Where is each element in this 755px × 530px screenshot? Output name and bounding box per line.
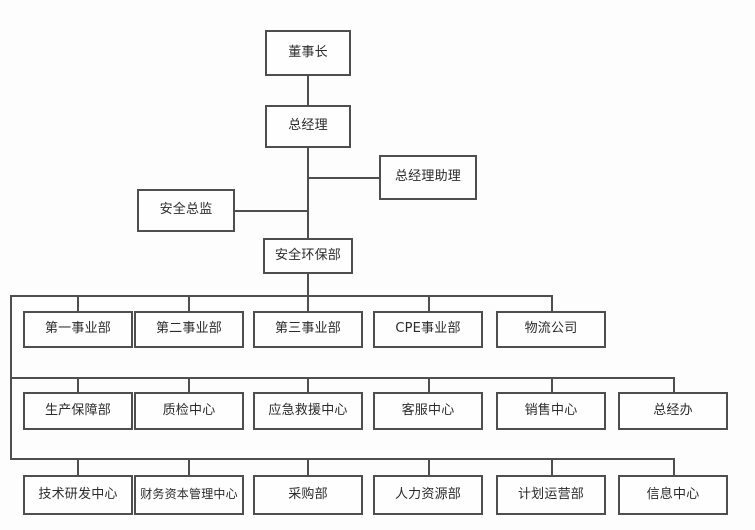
node-division-1-label: 第一事业部 bbox=[44, 321, 111, 337]
stem-center-1 bbox=[77, 377, 79, 392]
node-center-4-label: 客服中心 bbox=[401, 402, 455, 418]
node-division-5-label: 物流公司 bbox=[524, 321, 578, 337]
node-general-manager[interactable]: 总经理 bbox=[265, 105, 351, 148]
node-center-5[interactable]: 销售中心 bbox=[496, 392, 606, 430]
node-division-3-label: 第三事业部 bbox=[274, 321, 341, 337]
node-chairman[interactable]: 董事长 bbox=[265, 30, 351, 76]
node-safety-env-dept[interactable]: 安全环保部 bbox=[263, 238, 353, 274]
stem-division-1 bbox=[77, 295, 79, 311]
stem-department-2 bbox=[188, 458, 190, 475]
stem-division-2 bbox=[188, 295, 190, 311]
stem-department-1 bbox=[77, 458, 79, 475]
node-division-1[interactable]: 第一事业部 bbox=[23, 311, 133, 348]
stem-department-4 bbox=[428, 458, 430, 475]
connector-chairman-to-gm bbox=[307, 76, 309, 105]
node-department-6-label: 信息中心 bbox=[646, 486, 700, 502]
node-safety-env-dept-label: 安全环保部 bbox=[274, 247, 341, 263]
bus-bar-divisions bbox=[10, 295, 553, 297]
bus-bar-centers bbox=[10, 377, 675, 379]
node-department-5[interactable]: 计划运营部 bbox=[496, 475, 606, 515]
stem-center-4 bbox=[428, 377, 430, 392]
node-chairman-label: 董事长 bbox=[288, 44, 328, 60]
stem-center-5 bbox=[551, 377, 553, 392]
node-department-1[interactable]: 技术研发中心 bbox=[23, 475, 133, 515]
node-gm-assistant-label: 总经理助理 bbox=[394, 169, 461, 185]
node-center-6[interactable]: 总经办 bbox=[618, 392, 728, 430]
stem-center-6 bbox=[673, 377, 675, 392]
node-center-4[interactable]: 客服中心 bbox=[373, 392, 483, 430]
stem-center-3 bbox=[307, 377, 309, 392]
node-center-3[interactable]: 应急救援中心 bbox=[253, 392, 363, 430]
node-department-3-label: 采购部 bbox=[288, 486, 328, 502]
connector-gm-stem bbox=[307, 148, 309, 240]
node-department-5-label: 计划运营部 bbox=[517, 486, 584, 502]
node-general-manager-label: 总经理 bbox=[288, 118, 328, 134]
node-division-2[interactable]: 第二事业部 bbox=[134, 311, 244, 348]
connector-gm-to-safety-director bbox=[235, 210, 308, 212]
stem-center-2 bbox=[188, 377, 190, 392]
node-gm-assistant[interactable]: 总经理助理 bbox=[379, 155, 477, 200]
node-department-2-label: 财务资本管理中心 bbox=[140, 487, 238, 502]
stem-division-4 bbox=[428, 295, 430, 311]
node-division-4-label: CPE事业部 bbox=[395, 321, 461, 337]
node-center-5-label: 销售中心 bbox=[524, 402, 578, 418]
node-center-2[interactable]: 质检中心 bbox=[134, 392, 244, 430]
node-department-2[interactable]: 财务资本管理中心 bbox=[134, 475, 244, 515]
stem-division-5 bbox=[551, 295, 553, 311]
node-department-1-label: 技术研发中心 bbox=[38, 486, 118, 502]
node-department-3[interactable]: 采购部 bbox=[253, 475, 363, 515]
stem-department-5 bbox=[551, 458, 553, 475]
node-department-4-label: 人力资源部 bbox=[394, 486, 461, 502]
node-center-6-label: 总经办 bbox=[653, 402, 693, 418]
node-center-1-label: 生产保障部 bbox=[44, 402, 111, 418]
connector-safety-env-to-divisions-bus bbox=[307, 274, 309, 311]
node-division-2-label: 第二事业部 bbox=[155, 321, 222, 337]
node-center-2-label: 质检中心 bbox=[162, 402, 216, 418]
node-center-1[interactable]: 生产保障部 bbox=[23, 392, 133, 430]
node-safety-director[interactable]: 安全总监 bbox=[137, 189, 235, 232]
node-safety-director-label: 安全总监 bbox=[159, 202, 213, 218]
node-department-6[interactable]: 信息中心 bbox=[618, 475, 728, 515]
bus-bar-departments bbox=[10, 458, 675, 460]
stem-department-3 bbox=[307, 458, 309, 475]
node-department-4[interactable]: 人力资源部 bbox=[373, 475, 483, 515]
stem-division-3 bbox=[307, 295, 309, 311]
node-division-5[interactable]: 物流公司 bbox=[496, 311, 606, 348]
node-division-4[interactable]: CPE事业部 bbox=[373, 311, 483, 348]
node-center-3-label: 应急救援中心 bbox=[268, 402, 348, 418]
node-division-3[interactable]: 第三事业部 bbox=[253, 311, 363, 348]
connector-gm-to-assistant bbox=[307, 177, 379, 179]
stem-department-6 bbox=[673, 458, 675, 475]
